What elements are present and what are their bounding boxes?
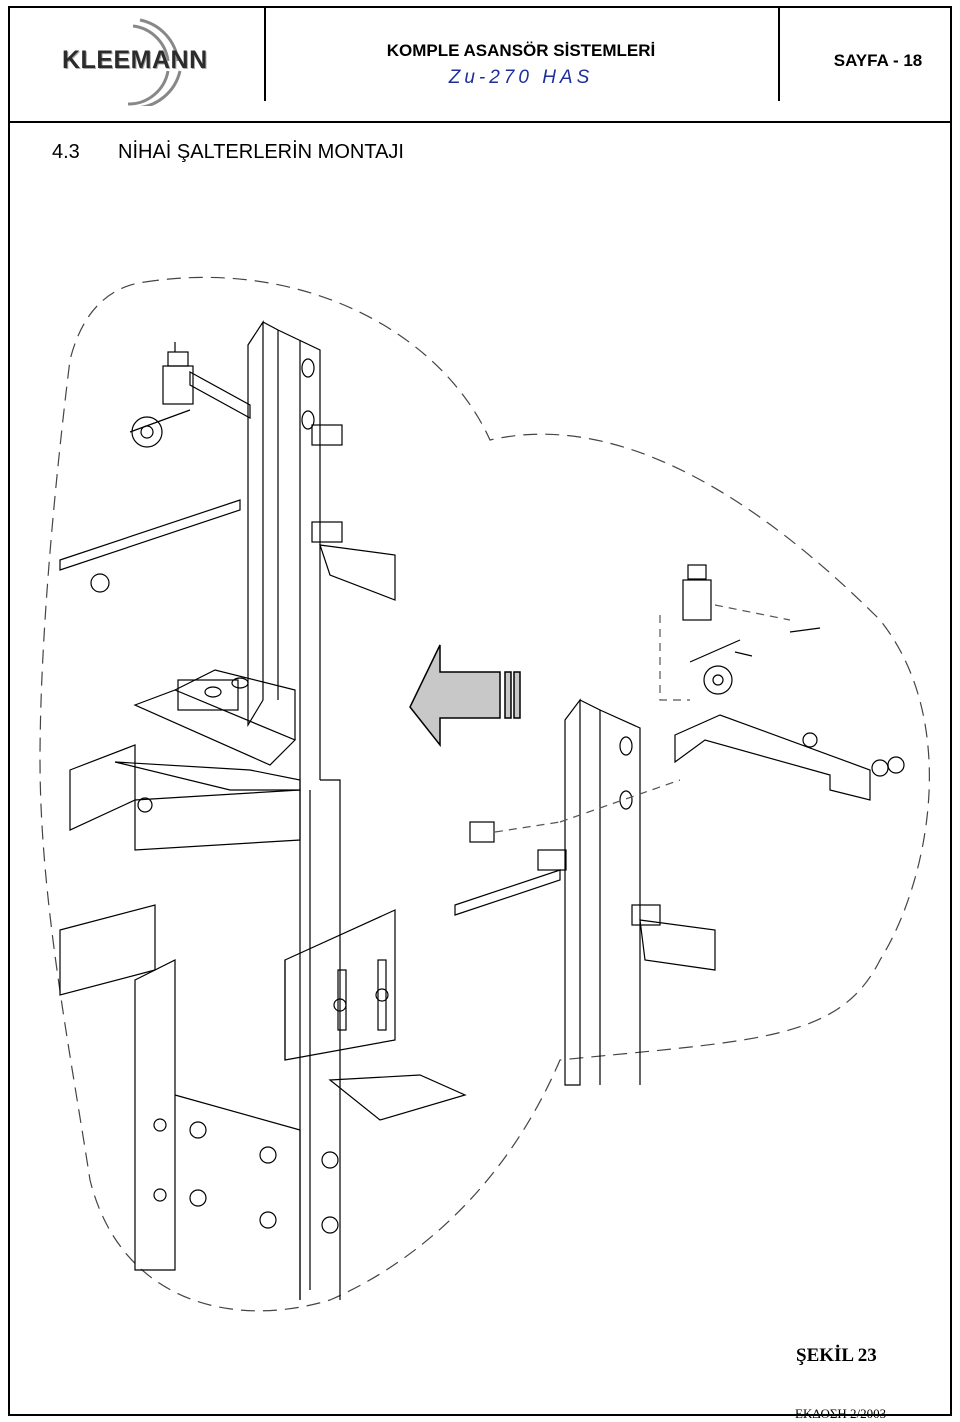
document-subtitle: Zu-270 HAS <box>448 67 594 88</box>
page-number: SAYFA - 18 <box>833 51 923 70</box>
rail-clip <box>631 904 661 926</box>
limit-switch-exploded <box>682 564 741 695</box>
car-frame-beam <box>59 904 156 996</box>
screw <box>789 627 821 633</box>
nut <box>887 756 905 774</box>
rail-bracket <box>639 919 716 971</box>
section-heading: 4.3 NİHAİ ŞALTERLERİN MONTAJI <box>52 141 404 164</box>
rail-clip <box>311 424 343 446</box>
nut <box>802 732 818 748</box>
adjustable-bracket-lower <box>284 909 467 1121</box>
rail-base-block <box>177 679 239 711</box>
rail-bracket <box>114 761 301 791</box>
header-divider <box>778 6 780 101</box>
document-title: KOMPLE ASANSÖR SİSTEMLERİ <box>386 41 656 60</box>
detail-boundary-outline <box>39 276 930 1312</box>
car-frame-beam <box>59 499 241 571</box>
clip-exploded <box>469 821 495 843</box>
logo-text: KLEEMANN <box>62 46 208 74</box>
section-title: NİHAİ ŞALTERLERİN MONTAJI <box>118 141 404 163</box>
screw <box>734 651 753 657</box>
guide-rail-right <box>564 698 641 1086</box>
header-divider <box>264 6 266 101</box>
rail-bracket <box>319 544 396 601</box>
page-header: KLEEMANN KOMPLE ASANSÖR SİSTEMLERİ Zu-27… <box>8 6 952 123</box>
page-frame <box>8 6 952 1416</box>
switch-bracket-exploded <box>674 714 871 801</box>
direction-arrow-icon <box>409 644 521 748</box>
assembly-guide-lines <box>494 604 791 833</box>
limit-switch-upper <box>129 342 194 448</box>
bolt <box>204 686 222 698</box>
nut <box>871 759 889 777</box>
edition-footer: ΕΚΔΟΣΗ 2/2003 <box>795 1406 887 1421</box>
rail-clip <box>537 849 567 871</box>
switch-bracket-upper <box>189 370 251 420</box>
car-frame-column <box>90 573 339 1300</box>
rail-base-plate <box>133 689 297 766</box>
car-frame-beam <box>69 744 136 831</box>
section-number: 4.3 <box>52 141 80 163</box>
figure-caption: ŞEKİL 23 <box>796 1345 877 1366</box>
car-frame-beam <box>454 869 561 916</box>
car-frame-beam <box>134 789 301 851</box>
bolt <box>231 677 249 689</box>
rail-clip <box>311 521 343 543</box>
